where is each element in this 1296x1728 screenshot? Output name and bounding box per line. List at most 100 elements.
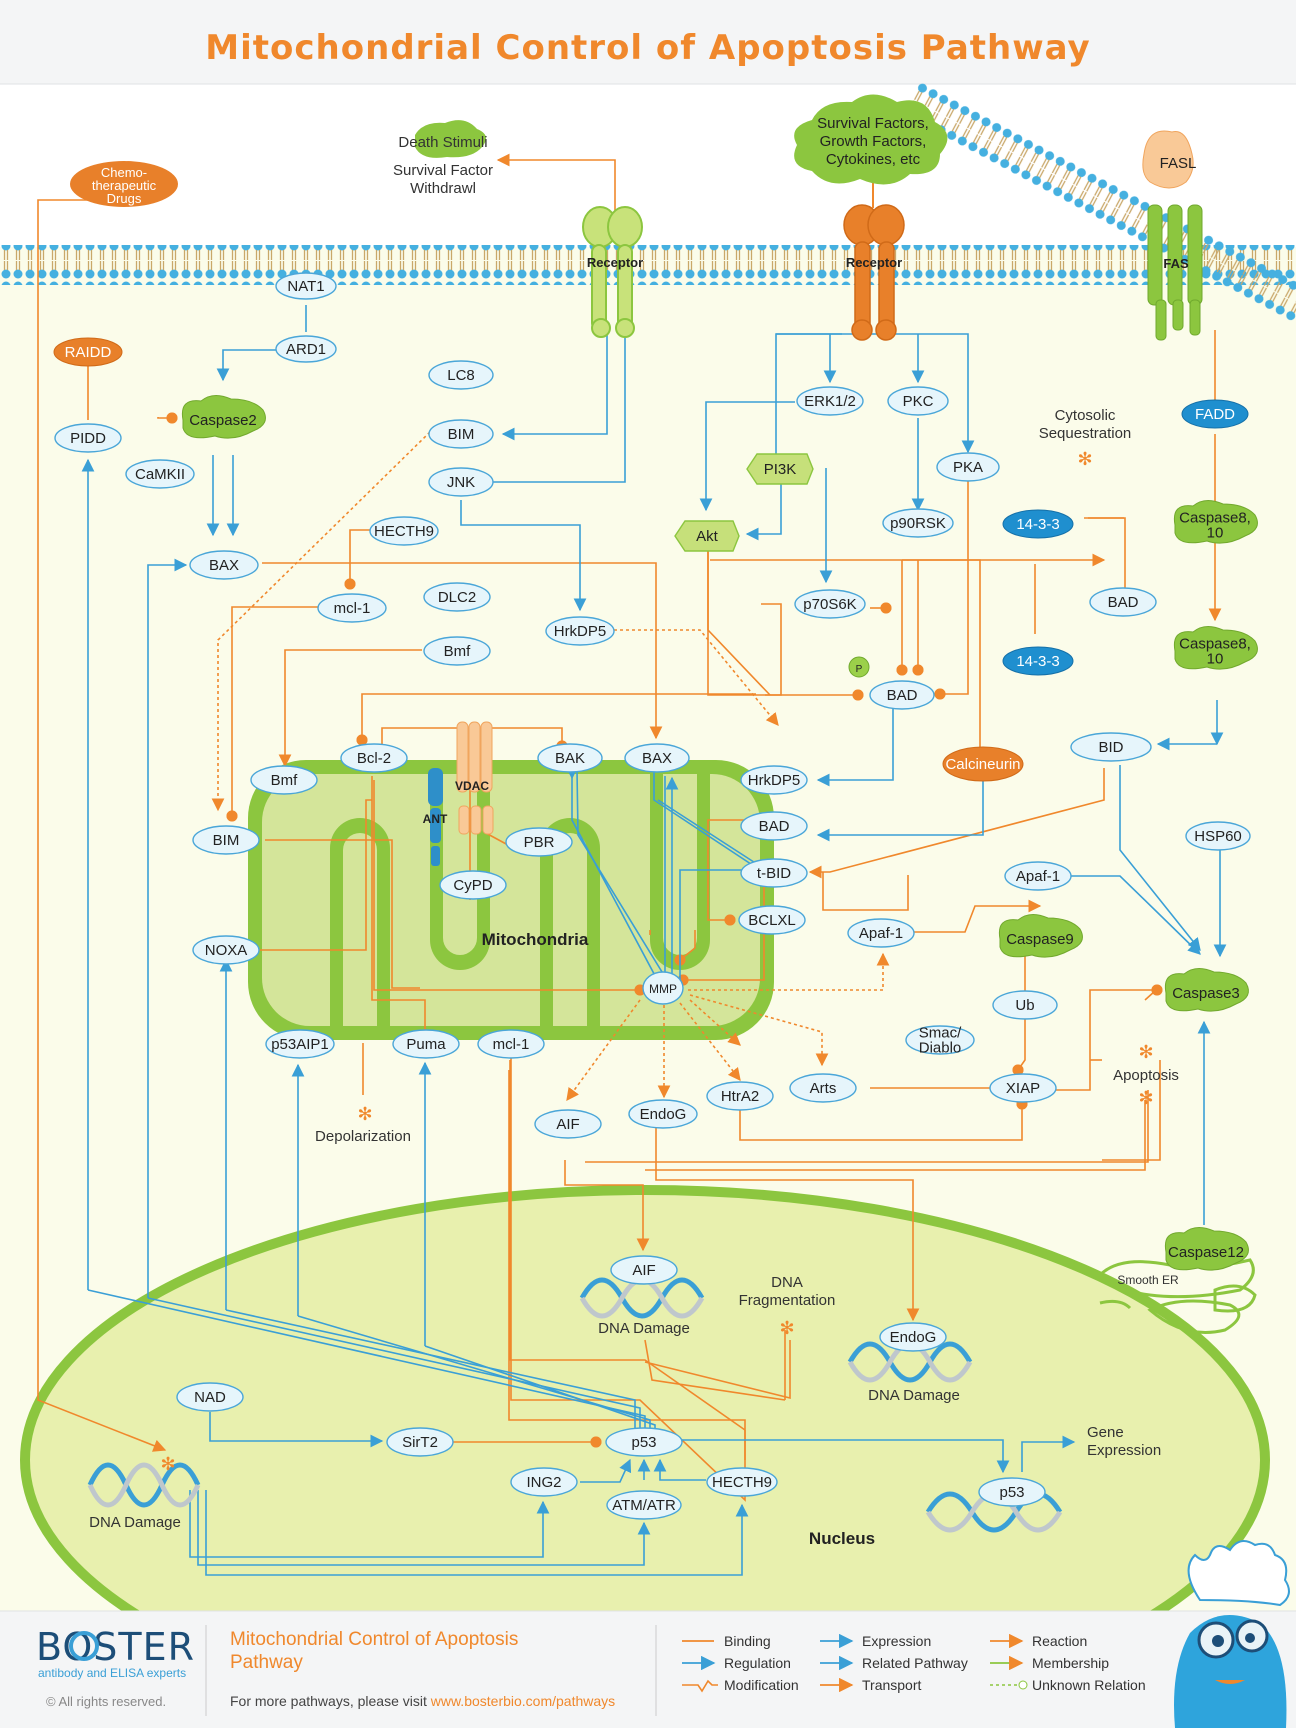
footer: BOSTER antibody and ELISA experts © All … bbox=[36, 1625, 657, 1716]
page-title: Mitochondrial Control of Apoptosis Pathw… bbox=[205, 28, 1090, 68]
visit-text: For more pathways, please visit www.bost… bbox=[230, 1693, 615, 1709]
svg-text:Growth Factors,: Growth Factors, bbox=[820, 133, 927, 150]
node-label: p53AIP1 bbox=[271, 1036, 329, 1053]
node-p53: p53 bbox=[605, 1427, 683, 1457]
node-x1433b: 14-3-3 bbox=[1002, 646, 1074, 676]
node-akt: Akt bbox=[674, 520, 740, 552]
smooth-er bbox=[1098, 1258, 1257, 1334]
death-receptor-label: Receptor bbox=[587, 255, 643, 270]
node-label: BIM bbox=[448, 426, 475, 443]
dna-helix-1 bbox=[87, 1462, 201, 1508]
plasma-membrane bbox=[0, 245, 1296, 285]
node-label: AIF bbox=[632, 1262, 655, 1279]
legend-label: Expression bbox=[862, 1633, 931, 1649]
node-smac: Smac/Diablo bbox=[905, 1025, 975, 1057]
node-bad-mito: BAD bbox=[740, 811, 808, 841]
node-lc8: LC8 bbox=[428, 360, 494, 390]
node-label: BAX bbox=[209, 557, 239, 574]
node-endog: EndoG bbox=[628, 1099, 698, 1129]
node-tbid: t-BID bbox=[740, 858, 808, 888]
node-hrkdp5-mito: HrkDP5 bbox=[740, 765, 808, 795]
svg-text:Survival Factors,: Survival Factors, bbox=[817, 115, 929, 132]
node-label: XIAP bbox=[1006, 1080, 1040, 1097]
survival-receptor bbox=[843, 204, 905, 341]
cytosolic-label-2: Sequestration bbox=[1039, 425, 1132, 442]
legend-label: Membership bbox=[1032, 1655, 1109, 1671]
node-bad-right: BAD bbox=[1089, 587, 1157, 617]
node-label: BAD bbox=[1108, 594, 1139, 611]
node-aif: AIF bbox=[534, 1109, 602, 1139]
node-bak: BAK bbox=[537, 743, 603, 773]
node-bmf-mito: Bmf bbox=[250, 765, 318, 795]
depolarization-label: Depolarization bbox=[315, 1128, 411, 1145]
node-bcl2: Bcl-2 bbox=[340, 743, 408, 773]
node-xiap: XIAP bbox=[989, 1073, 1057, 1103]
node-pidd: PIDD bbox=[54, 423, 122, 453]
node-jnk: JNK bbox=[428, 467, 494, 497]
node-label: AIF bbox=[556, 1116, 579, 1133]
vdac-label: VDAC bbox=[455, 779, 489, 793]
node-label: 14-3-3 bbox=[1016, 516, 1059, 533]
node-label: PBR bbox=[524, 834, 555, 851]
pathways-link[interactable]: www.bosterbio.com/pathways bbox=[430, 1693, 615, 1709]
node-label: HtrA2 bbox=[721, 1088, 759, 1105]
node-label: EndoG bbox=[890, 1329, 937, 1346]
ant-label: ANT bbox=[423, 812, 448, 826]
node-cypd: CyPD bbox=[439, 870, 507, 900]
node-label: Caspase8, bbox=[1179, 636, 1251, 653]
vdac-channel bbox=[456, 721, 494, 835]
node-hecth9-n: HECTH9 bbox=[706, 1467, 778, 1497]
apoptosis-label: Apoptosis bbox=[1113, 1067, 1179, 1084]
asterisk-icon: ✻ bbox=[160, 1454, 175, 1475]
dna-damage-label-1: DNA Damage bbox=[598, 1320, 690, 1337]
gene-expression-label-2: Expression bbox=[1087, 1442, 1161, 1459]
cytosolic-label: Cytosolic bbox=[1055, 407, 1116, 424]
node-apaf1b: Apaf-1 bbox=[1004, 861, 1072, 891]
svg-text:Survival Factor: Survival Factor bbox=[393, 162, 493, 179]
legend-item-modification: Modification bbox=[682, 1677, 799, 1693]
node-label: PKC bbox=[903, 393, 934, 410]
svg-text:therapeutic: therapeutic bbox=[92, 178, 157, 193]
plasma-membrane-diagonal bbox=[901, 80, 1296, 332]
node-x1433a: 14-3-3 bbox=[1002, 509, 1074, 539]
legend-label: Related Pathway bbox=[862, 1655, 968, 1671]
node-ing2: ING2 bbox=[510, 1467, 578, 1497]
asterisk-icon: ✻ bbox=[1138, 1088, 1153, 1109]
node-label: mcl-1 bbox=[493, 1036, 530, 1053]
node-puma: Puma bbox=[392, 1029, 460, 1059]
node-label: p90RSK bbox=[890, 515, 946, 532]
ant-channel bbox=[428, 768, 443, 866]
node-label: NOXA bbox=[205, 942, 248, 959]
dna-damage-label-2: DNA Damage bbox=[868, 1387, 960, 1404]
node-bmf-top: Bmf bbox=[423, 636, 491, 666]
node-label: Caspase3 bbox=[1172, 985, 1240, 1002]
asterisk-icon: ✻ bbox=[1077, 449, 1092, 470]
node-bim-top: BIM bbox=[428, 419, 494, 449]
node-pkc: PKC bbox=[887, 386, 949, 416]
node-label: BAD bbox=[759, 818, 790, 835]
node-noxa: NOXA bbox=[192, 935, 260, 965]
legend-item-transport: Transport bbox=[820, 1677, 922, 1693]
node-label: BAK bbox=[555, 750, 585, 767]
node-label: BAD bbox=[887, 687, 918, 704]
node-label: Ub bbox=[1015, 997, 1034, 1014]
logo-ring-icon bbox=[69, 1631, 99, 1661]
node-mcl1-bot: mcl-1 bbox=[477, 1029, 545, 1059]
rights-text: © All rights reserved. bbox=[46, 1694, 166, 1709]
node-label: LC8 bbox=[447, 367, 475, 384]
asterisk-icon: ✻ bbox=[1138, 1042, 1153, 1063]
node-nad: NAD bbox=[176, 1382, 244, 1412]
smooth-er-label: Smooth ER bbox=[1117, 1273, 1179, 1287]
node-label: HSP60 bbox=[1194, 828, 1242, 845]
node-label: Bmf bbox=[271, 772, 299, 789]
node-camkii: CaMKII bbox=[125, 459, 195, 489]
legend-item-regulation: Regulation bbox=[682, 1655, 791, 1671]
node-bclxl: BCLXL bbox=[738, 905, 806, 935]
node-label: Caspase8, bbox=[1179, 510, 1251, 527]
mascot bbox=[1174, 1540, 1290, 1728]
node-label: DLC2 bbox=[438, 589, 476, 606]
node-label: Calcineurin bbox=[945, 756, 1020, 773]
footer-title-line1: Mitochondrial Control of Apoptosis bbox=[230, 1629, 518, 1650]
node-label: HrkDP5 bbox=[554, 623, 607, 640]
legend-item-expression: Expression bbox=[820, 1633, 931, 1649]
